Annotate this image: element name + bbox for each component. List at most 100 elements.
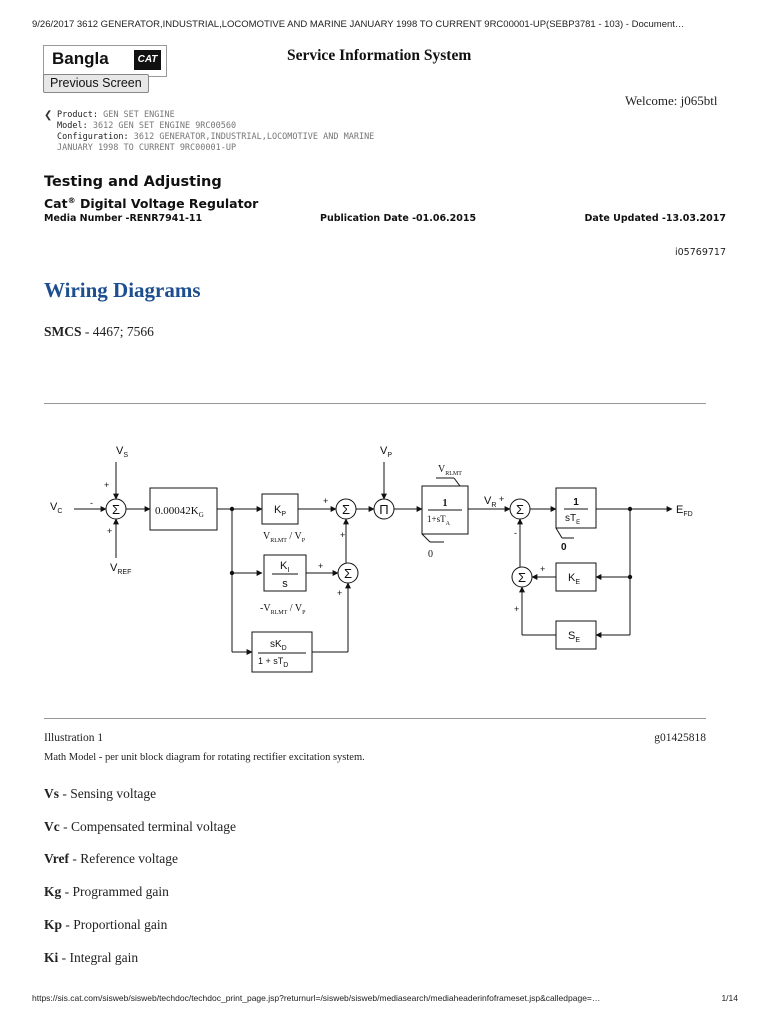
- svg-text:KE: KE: [568, 572, 580, 586]
- model-label: Model:: [57, 121, 88, 131]
- previous-screen-button[interactable]: Previous Screen: [43, 74, 149, 93]
- svg-text:SE: SE: [568, 630, 580, 644]
- page-count: 1/14: [721, 993, 738, 1003]
- ke-block: [555, 562, 597, 592]
- svg-text:VR: VR: [484, 495, 496, 509]
- se-label: S: [568, 630, 575, 642]
- ta-den-label: 1+sT: [427, 514, 446, 524]
- svg-text:0.00042KG: 0.00042KG: [155, 505, 204, 519]
- svg-text:sKD: sKD: [270, 639, 287, 652]
- te-den-label: sT: [565, 513, 576, 524]
- collapse-arrow-icon[interactable]: ❮: [44, 110, 53, 121]
- sigma-4-label: Σ: [516, 502, 524, 517]
- product-value: GEN SET ENGINE: [103, 110, 175, 120]
- publication-date: Publication Date -01.06.2015: [320, 213, 477, 224]
- vref-label: V: [110, 562, 118, 574]
- kp-label: K: [274, 504, 282, 516]
- smcs-codes: SMCS - 4467; 7566: [44, 324, 154, 339]
- vp-label: V: [380, 445, 388, 457]
- gain-label: 0.00042K: [155, 505, 199, 517]
- block-diagram: Σ Σ Σ Π Σ Σ VS VC VREF 0.00042KG KP KI s…: [50, 445, 693, 673]
- svg-text:+: +: [104, 480, 109, 490]
- summing-junction-3: [337, 562, 359, 584]
- svg-text:-: -: [514, 528, 517, 538]
- brand-logo-text: Bangla: [52, 49, 109, 68]
- definition-item: Vs - Sensing voltage: [44, 786, 157, 801]
- s-label: s: [282, 578, 288, 590]
- efd-label: E: [676, 504, 683, 516]
- configuration-label: Configuration:: [57, 132, 129, 142]
- te-zero-label: 0: [561, 542, 567, 553]
- svg-text:+: +: [499, 494, 504, 504]
- vr-label: V: [484, 495, 492, 507]
- model-value: 3612 GEN SET ENGINE 9RC00560: [92, 121, 237, 131]
- svg-text:VC: VC: [50, 501, 62, 515]
- ta-block: [421, 485, 469, 535]
- svg-text:1 + sTD: 1 + sTD: [258, 656, 288, 669]
- definition-item: Kp - Proportional gain: [44, 917, 168, 932]
- svg-text:KP: KP: [274, 504, 286, 518]
- kd-block: [251, 631, 313, 673]
- svg-text:KI: KI: [280, 560, 289, 574]
- svg-text:+: +: [323, 496, 328, 506]
- svg-text:+: +: [540, 564, 545, 574]
- date-updated: Date Updated -13.03.2017: [584, 213, 726, 224]
- svg-text:VS: VS: [116, 445, 128, 459]
- illustration-caption: Math Model - per unit block diagram for …: [44, 752, 365, 763]
- svg-text:EFD: EFD: [676, 504, 693, 518]
- illustration-label: Illustration 1: [44, 732, 104, 744]
- product-label: Product:: [57, 110, 98, 120]
- svg-text:VREF: VREF: [110, 562, 131, 576]
- vrlmt-label: V: [438, 464, 446, 475]
- ki-label: K: [280, 560, 288, 572]
- sigma-3-label: Σ: [344, 566, 352, 581]
- svg-text:sTE: sTE: [565, 513, 580, 526]
- te-num: 1: [573, 497, 579, 508]
- definition-item: Ki - Integral gain: [44, 950, 139, 965]
- definition-item: Kg - Programmed gain: [44, 884, 169, 899]
- browser-print-header: 9/26/2017 3612 GENERATOR,INDUSTRIAL,LOCO…: [32, 19, 685, 30]
- site-title: Service Information System: [287, 47, 472, 64]
- sigma-5-label: Σ: [518, 570, 526, 585]
- neg-vrlmt-vp-label: -V: [260, 603, 271, 614]
- te-block: [555, 487, 597, 529]
- svg-text:VRLMT / VP: VRLMT / VP: [263, 531, 306, 544]
- document-subtitle: Cat® Digital Voltage Regulator: [44, 196, 259, 212]
- kd-den-label: 1 + sT: [258, 656, 284, 666]
- svg-text:VRLMT: VRLMT: [438, 464, 462, 477]
- svg-text:+: +: [340, 530, 345, 540]
- ta-zero-label: 0: [428, 549, 433, 560]
- svg-text:-VRLMT / VP: -VRLMT / VP: [260, 603, 306, 616]
- page-heading: Wiring Diagrams: [44, 278, 201, 302]
- pi-label: Π: [379, 502, 388, 517]
- svg-text:-: -: [90, 498, 93, 508]
- document-id: i05769717: [675, 247, 726, 258]
- kd-label: sK: [270, 639, 282, 650]
- welcome-user: Welcome: j065btl: [625, 93, 718, 108]
- svg-text:+: +: [107, 526, 112, 536]
- definition-item: Vref - Reference voltage: [44, 851, 179, 866]
- browser-print-footer-url: https://sis.cat.com/sisweb/sisweb/techdo…: [32, 993, 601, 1003]
- media-number: Media Number -RENR7941-11: [44, 213, 203, 224]
- ke-label: K: [568, 572, 576, 584]
- svg-text:+: +: [337, 588, 342, 598]
- svg-text:VP: VP: [380, 445, 392, 459]
- sigma-2-label: Σ: [342, 502, 350, 517]
- sigma-1-label: Σ: [112, 502, 120, 517]
- divider-top: [44, 403, 706, 404]
- svg-text:+: +: [318, 561, 323, 571]
- svg-text:+: +: [514, 604, 519, 614]
- vrlmt-vp-label: V: [263, 531, 271, 542]
- product-info: Product: GEN SET ENGINE Model: 3612 GEN …: [57, 110, 374, 154]
- configuration-value: 3612 GENERATOR,INDUSTRIAL,LOCOMOTIVE AND…: [133, 132, 375, 142]
- section-title: Testing and Adjusting: [44, 174, 222, 190]
- ta-num: 1: [443, 498, 448, 509]
- configuration-value-2: JANUARY 1998 TO CURRENT 9RC00001-UP: [57, 143, 237, 153]
- vs-label: V: [116, 445, 124, 457]
- definition-item: Vc - Compensated terminal voltage: [44, 819, 236, 834]
- cat-logo-icon: CAT: [134, 50, 161, 70]
- se-block: [555, 620, 597, 650]
- svg-text:1+sTA: 1+sTA: [427, 514, 451, 527]
- divider-bottom: [44, 718, 706, 719]
- vc-label: V: [50, 501, 58, 513]
